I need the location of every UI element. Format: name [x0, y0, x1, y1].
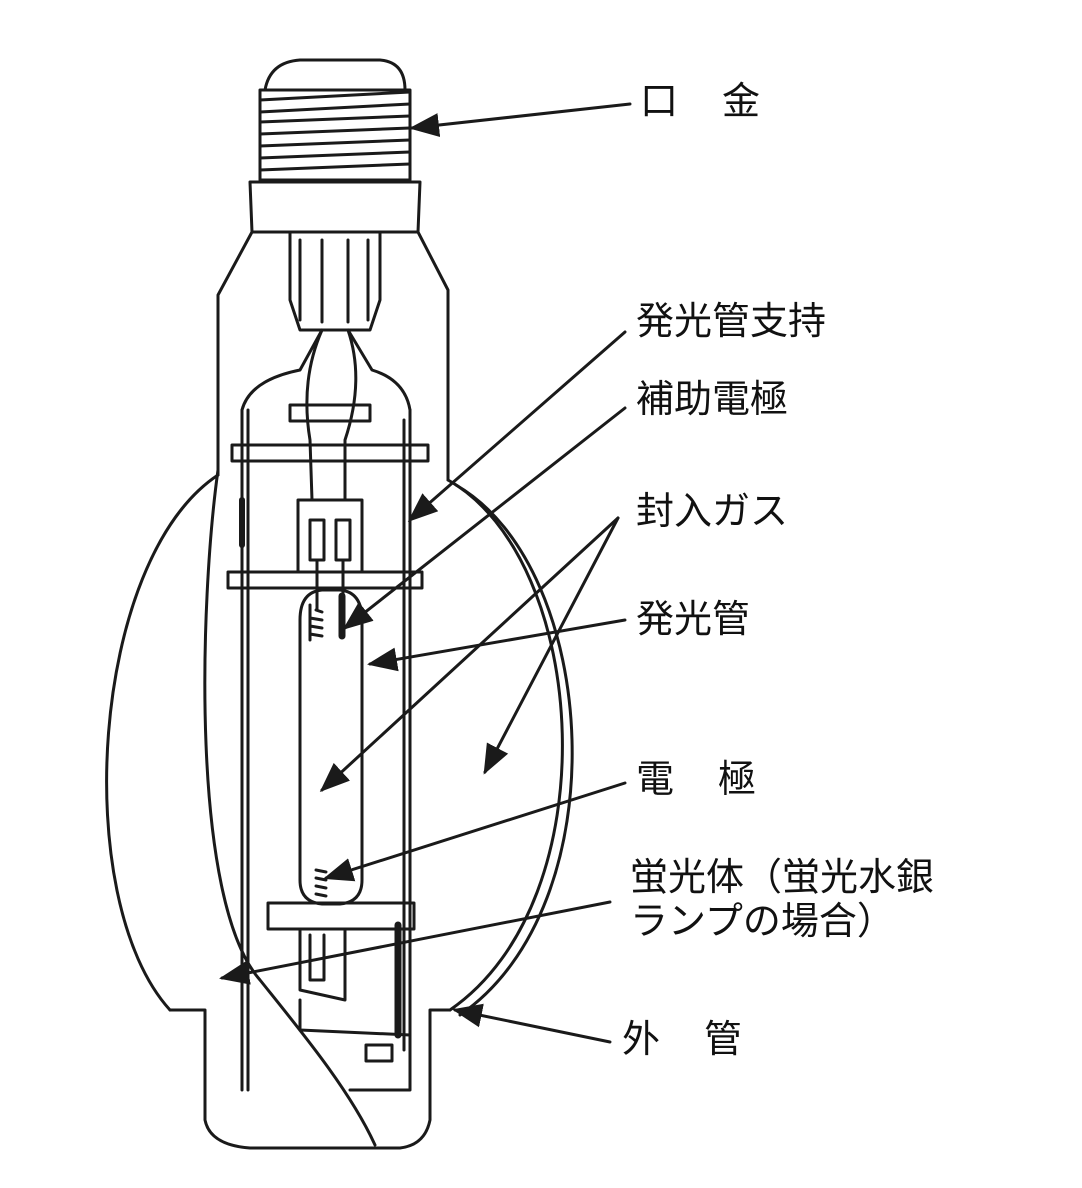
leader-arc-tube	[367, 618, 627, 672]
lead-wires	[296, 328, 364, 612]
outer-bulb-outline	[105, 468, 574, 1150]
leader-auxiliary-electrode	[342, 406, 627, 630]
label-auxiliary-electrode: 補助電極	[636, 377, 789, 421]
arc-tube-outline	[298, 588, 412, 1092]
label-electrode: 電極	[636, 757, 801, 801]
label-fill-gas: 封入ガス	[636, 489, 789, 533]
leader-lines	[219, 102, 632, 1044]
screw-base	[248, 58, 422, 234]
leader-fill-gas-b	[483, 516, 620, 775]
label-base: 口金	[640, 79, 805, 123]
leader-electrode	[323, 781, 627, 882]
support-frame	[239, 328, 412, 1092]
label-outer-bulb: 外管	[622, 1017, 787, 1061]
support-straps	[226, 403, 430, 931]
leader-arc-tube-support	[407, 330, 627, 522]
bulb-neck	[216, 230, 450, 482]
leader-outer-bulb	[452, 1003, 612, 1044]
leader-fill-gas-a	[319, 516, 620, 793]
label-phosphor: 蛍光体（蛍光水銀 ランプの場合）	[630, 855, 935, 943]
label-arc-tube-support: 発光管支持	[636, 299, 827, 343]
leader-phosphor	[219, 900, 612, 985]
leader-base	[409, 102, 632, 137]
label-arc-tube: 発光管	[636, 597, 751, 641]
